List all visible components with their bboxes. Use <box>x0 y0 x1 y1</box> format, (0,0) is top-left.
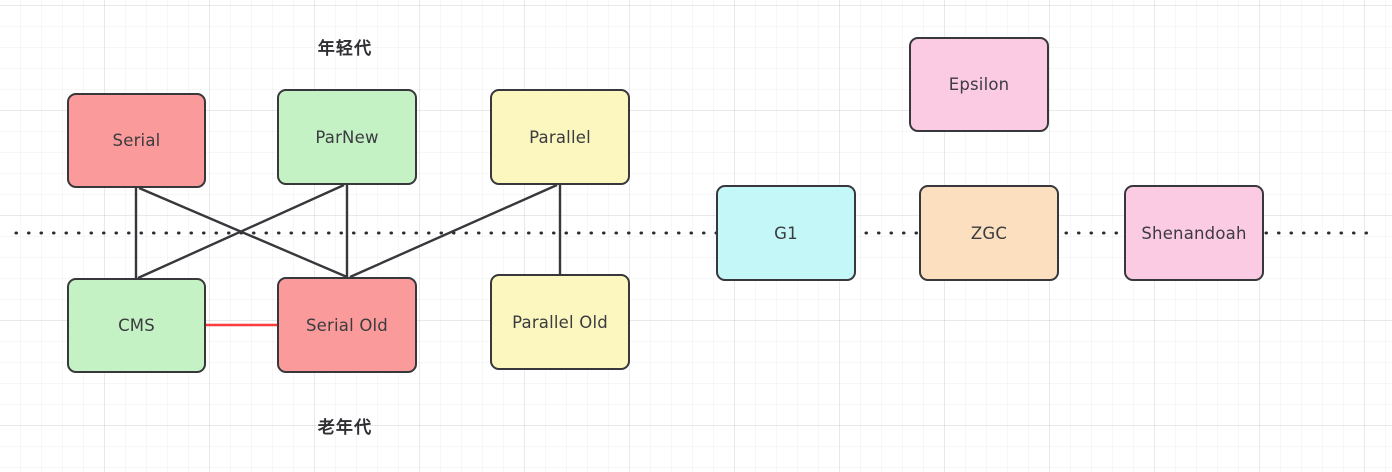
edge-parnew-to-cms <box>137 183 345 280</box>
node-label: G1 <box>774 223 798 243</box>
edge-serial-to-serial-old <box>138 186 348 279</box>
node-label: CMS <box>118 316 155 335</box>
node-parallel[interactable]: Parallel <box>490 89 630 185</box>
node-zgc[interactable]: ZGC <box>919 185 1059 281</box>
node-label: Serial <box>112 131 161 150</box>
young-generation-label: 年轻代 <box>317 39 373 59</box>
node-epsilon[interactable]: Epsilon <box>909 37 1049 132</box>
node-label: Serial Old <box>306 315 388 335</box>
node-label: Epsilon <box>948 75 1010 94</box>
node-g1[interactable]: G1 <box>716 185 856 281</box>
old-generation-label: 老年代 <box>317 418 373 438</box>
node-label: Parallel Old <box>512 312 608 332</box>
node-cms[interactable]: CMS <box>67 278 206 373</box>
node-parnew[interactable]: ParNew <box>277 89 417 185</box>
node-label: Parallel <box>529 127 591 147</box>
node-shenandoah[interactable]: Shenandoah <box>1124 185 1264 281</box>
edge-parallel-to-serial-old <box>349 183 558 279</box>
node-label: ZGC <box>970 223 1008 243</box>
node-label: ParNew <box>315 127 379 147</box>
node-parallel-old[interactable]: Parallel Old <box>490 274 630 370</box>
node-serial[interactable]: Serial <box>67 93 206 188</box>
node-serial-old[interactable]: Serial Old <box>277 277 417 373</box>
node-label: Shenandoah <box>1141 223 1247 243</box>
